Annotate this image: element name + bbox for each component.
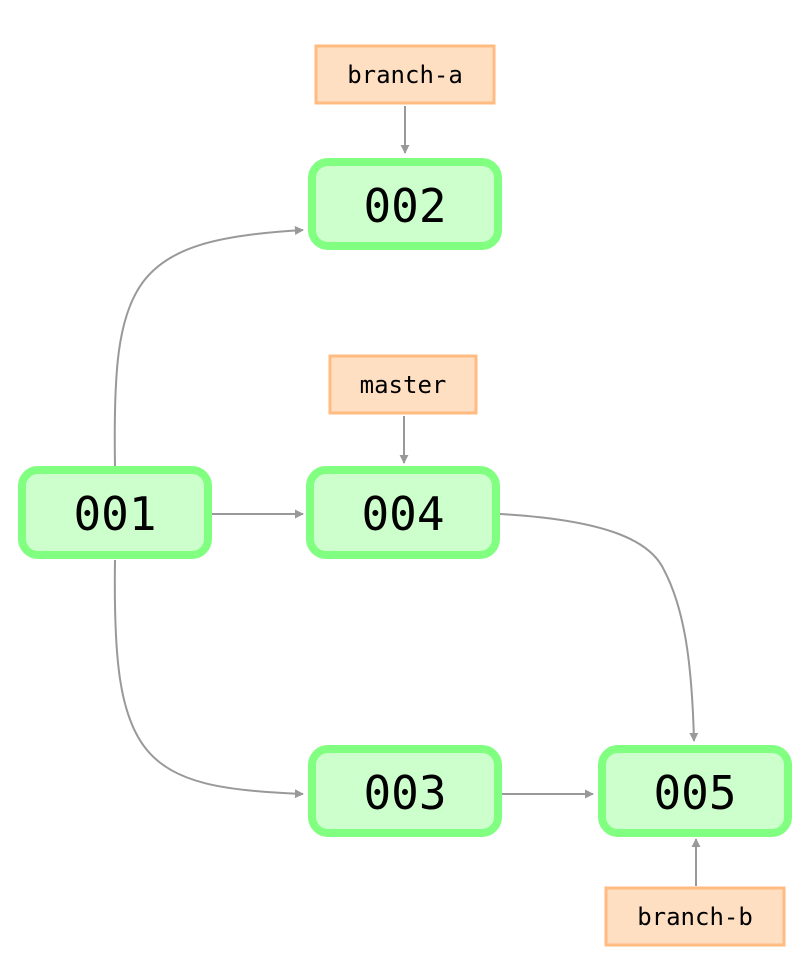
branch-label-branch-a[interactable]: branch-a [314, 44, 496, 105]
commit-id: 002 [363, 179, 446, 233]
branch-label-branch-b[interactable]: branch-b [604, 886, 786, 947]
commit-id: 003 [363, 766, 446, 820]
commit-node-005[interactable]: 005 [598, 745, 792, 837]
commit-id: 001 [73, 487, 156, 541]
branch-name: master [360, 371, 447, 399]
commit-node-001[interactable]: 001 [18, 466, 212, 559]
edge-001-002 [113, 225, 304, 467]
commit-id: 004 [361, 487, 444, 541]
branch-name: branch-a [347, 61, 463, 89]
branch-label-master[interactable]: master [328, 354, 478, 415]
edge-001-003 [113, 559, 304, 799]
edge-004-005 [499, 513, 699, 742]
commit-node-004[interactable]: 004 [306, 466, 500, 559]
commit-node-003[interactable]: 003 [308, 745, 502, 837]
commit-node-002[interactable]: 002 [308, 158, 502, 250]
branch-name: branch-b [637, 903, 753, 931]
commit-id: 005 [653, 766, 736, 820]
